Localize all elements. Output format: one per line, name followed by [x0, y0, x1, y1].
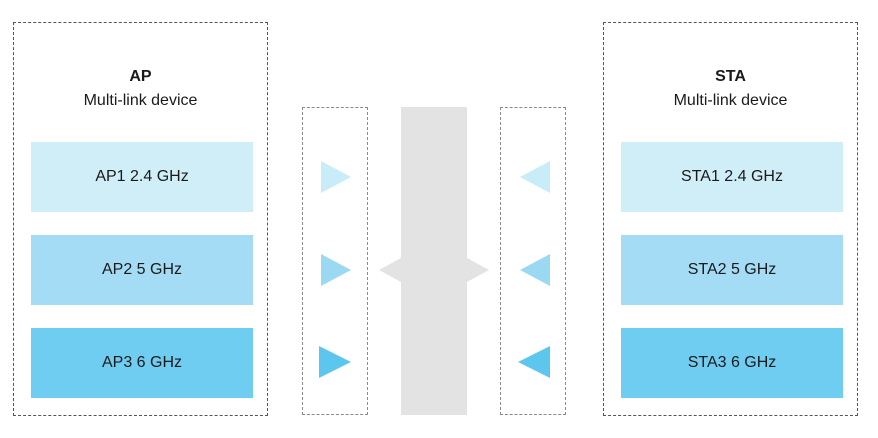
sta-link-1: STA1 2.4 GHz [621, 142, 843, 212]
ap-link-1: AP1 2.4 GHz [31, 142, 253, 212]
double-arrow-icon [379, 107, 489, 415]
triangle-left-icon [518, 346, 550, 378]
ap-channel-column [302, 107, 368, 415]
ap-device: AP Multi-link device AP1 2.4 GHz AP2 5 G… [13, 22, 268, 416]
triangle-right-icon [321, 161, 351, 193]
ap-link-2: AP2 5 GHz [31, 235, 253, 305]
triangle-left-icon [520, 254, 550, 286]
triangle-right-icon [319, 346, 351, 378]
sta-device: STA Multi-link device STA1 2.4 GHz STA2 … [603, 22, 858, 416]
sta-subtitle: Multi-link device [673, 92, 788, 109]
triangle-right-icon [321, 254, 351, 286]
ap-header: AP Multi-link device [14, 23, 267, 153]
ap-link-3: AP3 6 GHz [31, 328, 253, 398]
triangle-left-icon [520, 161, 550, 193]
sta-header: STA Multi-link device [604, 23, 857, 153]
sta-channel-column [500, 107, 566, 415]
ap-subtitle: Multi-link device [83, 92, 198, 109]
sta-link-2: STA2 5 GHz [621, 235, 843, 305]
sta-link-3: STA3 6 GHz [621, 328, 843, 398]
sta-title: STA [715, 68, 746, 85]
ap-title: AP [129, 68, 152, 85]
